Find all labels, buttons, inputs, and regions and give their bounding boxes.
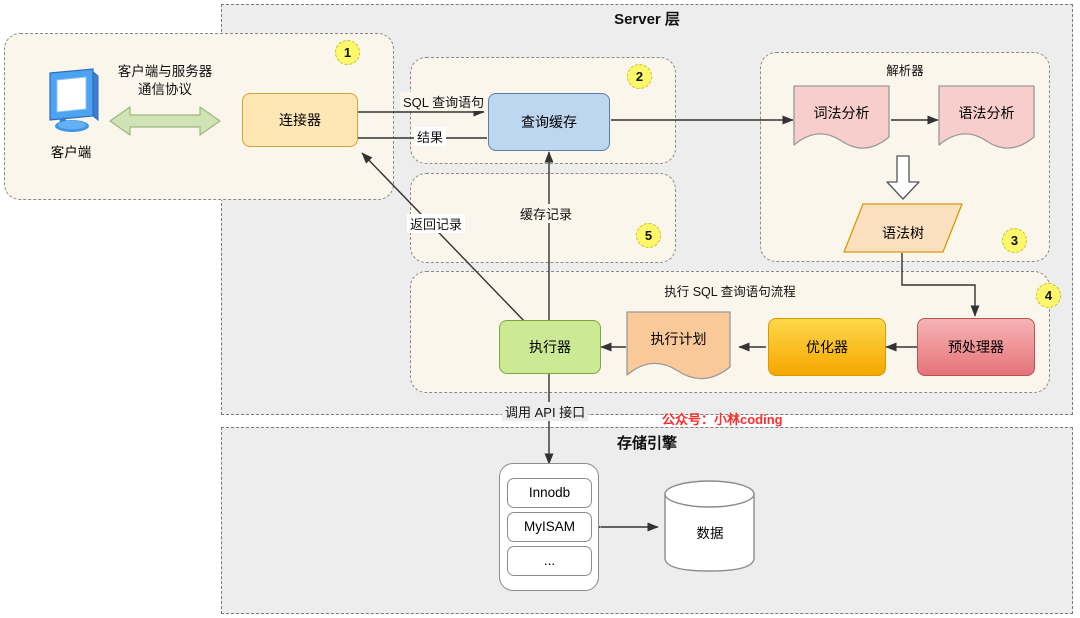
badge-5: 5 [636,223,661,248]
badge-1-label: 1 [343,45,352,60]
edge-label-result: 结果 [414,127,447,146]
protocol-label-line1: 客户端与服务器 [117,64,213,79]
parser-down-arrow-icon [885,155,921,200]
node-syntax-tree[interactable]: 语法树 [843,203,963,253]
node-engine-innodb[interactable]: Innodb [507,478,592,508]
badge-3: 3 [1002,228,1027,253]
badge-4-label: 4 [1044,288,1053,303]
edge-label-sql-query: SQL 查询语句 [400,92,488,111]
node-optimizer-label: 优化器 [806,338,848,355]
badge-1: 1 [335,40,360,65]
badge-3-label: 3 [1010,233,1019,248]
protocol-double-arrow-icon [108,105,222,137]
node-query-cache[interactable]: 查询缓存 [488,93,610,151]
node-connector-label: 连接器 [279,111,321,128]
watermark-text: 公众号：小林coding [662,412,783,427]
node-executor-label: 执行器 [529,338,571,355]
node-engine-more[interactable]: ... [507,546,592,576]
region-server-layer-title: Server 层 [614,11,680,28]
node-syntax-analysis[interactable]: 语法分析 [938,85,1035,152]
badge-2-label: 2 [635,69,644,84]
edge-label-cache-record: 缓存记录 [517,204,576,223]
node-engine-more-label: ... [543,552,556,568]
node-lexical-analysis[interactable]: 词法分析 [793,85,890,152]
node-exec-plan-label: 执行计划 [650,331,707,347]
badge-2: 2 [627,64,652,89]
edge-label-return-record: 返回记录 [407,214,466,233]
node-exec-plan[interactable]: 执行计划 [626,311,731,383]
protocol-label-line2: 通信协议 [138,82,192,97]
client-monitor-icon [36,63,106,133]
node-preprocessor-label: 预处理器 [948,338,1004,355]
edge-label-call-api: 调用 API 接口 [502,402,589,421]
node-syntax-tree-label: 语法树 [882,225,924,241]
node-data-cylinder[interactable]: 数据 [664,480,756,572]
node-engine-myisam-label: MyISAM [523,518,575,534]
node-executor[interactable]: 执行器 [499,320,601,374]
client-label: 客户端 [50,145,92,160]
group-exec-flow-title: 执行 SQL 查询语句流程 [664,285,796,299]
node-engine-myisam[interactable]: MyISAM [507,512,592,542]
node-lexical-analysis-label: 词法分析 [813,105,870,121]
region-storage-engine [221,427,1073,614]
node-preprocessor[interactable]: 预处理器 [917,318,1035,376]
node-data-cylinder-label: 数据 [696,526,724,541]
node-engine-innodb-label: Innodb [528,484,571,500]
group-parser-title: 解析器 [886,64,924,78]
node-optimizer[interactable]: 优化器 [768,318,886,376]
region-storage-engine-title: 存储引擎 [616,435,677,452]
node-query-cache-label: 查询缓存 [521,113,577,130]
badge-5-label: 5 [644,228,653,243]
badge-4: 4 [1036,283,1061,308]
node-connector[interactable]: 连接器 [242,93,358,147]
node-syntax-analysis-label: 语法分析 [958,105,1015,121]
